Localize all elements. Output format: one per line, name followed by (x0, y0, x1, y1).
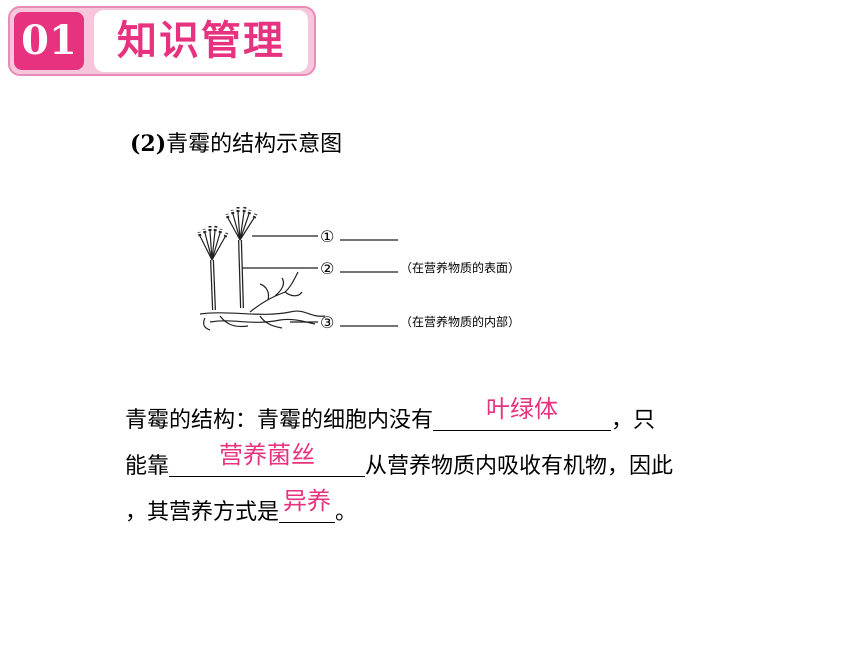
answer-3: 异养 (283, 487, 332, 515)
label-note-2: （在营养物质的表面） (400, 260, 520, 275)
structure-paragraph: 青霉的结构：青霉的细胞内没有 叶绿体 ，只 能靠 营养菌丝 从营养物质内吸收有机物，因此… (125, 395, 815, 536)
paragraph-line-3: ，其营养方式是异养。 (125, 487, 815, 536)
paragraph-line-2: 能靠 营养菌丝 从营养物质内吸收有机物，因此 (125, 441, 815, 490)
answer-blank-3: 异养 (279, 487, 336, 523)
answer-1: 叶绿体 (486, 395, 559, 423)
subheading: (2)青霉的结构示意图 (130, 126, 342, 158)
paragraph-line-1: 青霉的结构：青霉的细胞内没有 叶绿体 ，只 (125, 395, 815, 444)
section-title: 知识管理 (94, 10, 308, 72)
answer-2: 营养菌丝 (219, 441, 316, 469)
subheading-number: (2) (130, 131, 167, 157)
label-marker-3: ③ (320, 313, 334, 332)
line2-text-b: 从营养物质内吸收有机物，因此 (365, 454, 674, 479)
label-marker-2: ② (320, 259, 334, 278)
answer-blank-1: 叶绿体 (433, 395, 612, 431)
label-marker-1: ① (320, 227, 334, 246)
line1-text-b: ，只 (611, 408, 656, 433)
section-header: 01 知识管理 (8, 6, 316, 76)
line1-text-a: 青霉的结构：青霉的细胞内没有 (125, 408, 434, 433)
label-leader-lines (242, 235, 398, 327)
penicillium-diagram: ① ② ③ （在营养物质的表面） （在营养物质的内部） (197, 206, 520, 332)
section-number-badge: 01 (14, 12, 84, 70)
label-note-3: （在营养物质的内部） (400, 314, 520, 329)
line3-text-b: 。 (335, 500, 358, 525)
line2-text-a: 能靠 (125, 454, 170, 479)
line3-text-a: ，其营养方式是 (125, 500, 280, 525)
answer-blank-2: 营养菌丝 (169, 441, 366, 477)
subheading-text: 青霉的结构示意图 (166, 132, 343, 157)
